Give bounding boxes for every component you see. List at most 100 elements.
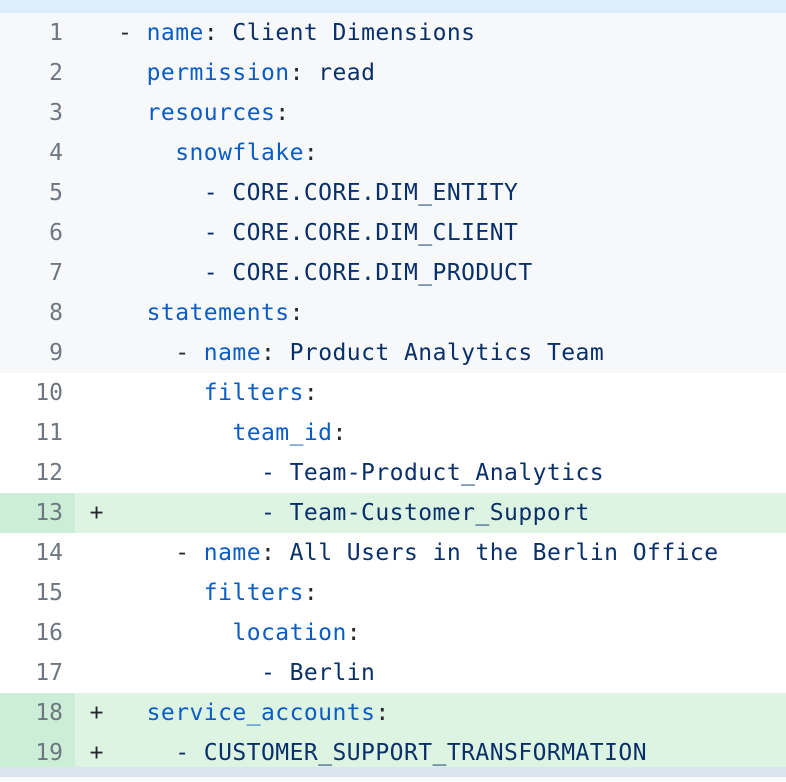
code-token-punct: : [261, 340, 290, 366]
code-token-punct [118, 60, 147, 86]
code-token-punct: : [303, 140, 319, 166]
code-line-9: 9 - name: Product Analytics Team [0, 333, 786, 373]
code-token-punct [118, 140, 175, 166]
code-text: - name: Client Dimensions [118, 13, 475, 53]
code-text: filters: [118, 573, 318, 613]
code-line-14: 14 - name: All Users in the Berlin Offic… [0, 533, 786, 573]
code-token-punct [118, 380, 204, 406]
diff-added-marker: + [89, 500, 104, 526]
diff-added-marker: + [89, 740, 104, 766]
code-text: snowflake: [118, 133, 318, 173]
code-line-17: 17 - Berlin [0, 653, 786, 693]
code-token-value: Client Dimensions [232, 20, 476, 46]
code-token-key: snowflake [175, 140, 304, 166]
line-number: 13 [0, 493, 75, 533]
code-line-11: 11 team_id: [0, 413, 786, 453]
diff-marker-spacer [75, 373, 118, 413]
code-text: - name: All Users in the Berlin Office [118, 533, 719, 573]
code-token-punct: : [275, 100, 290, 126]
code-text: - Berlin [118, 653, 375, 693]
code-line-18: 18+ service_accounts: [0, 693, 786, 733]
code-text: - CORE.CORE.DIM_PRODUCT [118, 253, 533, 293]
diff-marker-spacer [75, 213, 118, 253]
line-number: 15 [35, 580, 63, 606]
diff-marker-spacer [75, 333, 118, 373]
code-text: - CORE.CORE.DIM_ENTITY [118, 173, 518, 213]
code-line-2: 2 permission: read [0, 53, 786, 93]
code-token-value: - CORE.CORE.DIM_ENTITY [118, 180, 519, 206]
bottom-padding [0, 777, 786, 782]
code-token-value: - Team-Product_Analytics [118, 460, 605, 486]
code-text: filters: [118, 373, 318, 413]
code-token-punct: : [346, 620, 362, 646]
code-line-6: 6 - CORE.CORE.DIM_CLIENT [0, 213, 786, 253]
diff-marker-spacer [75, 53, 118, 93]
code-token-punct [118, 100, 147, 126]
code-token-punct: : [289, 300, 304, 326]
code-line-1: 1 - name: Client Dimensions [0, 13, 786, 53]
code-token-punct: : [203, 20, 233, 46]
code-token-key: team_id [232, 420, 333, 446]
code-token-value: - CORE.CORE.DIM_CLIENT [118, 220, 519, 246]
line-number: 12 [35, 460, 63, 486]
code-line-10: 10 filters: [0, 373, 786, 413]
diff-marker-spacer [75, 573, 118, 613]
code-token-punct: : [303, 380, 319, 406]
code-token-punct [118, 580, 204, 606]
code-text: - Team-Product_Analytics [118, 453, 604, 493]
diff-marker-spacer [75, 653, 118, 693]
code-token-value: Product Analytics Team [289, 340, 605, 366]
code-text: - CUSTOMER_SUPPORT_TRANSFORMATION [118, 733, 647, 767]
code-token-value: - Berlin [118, 660, 376, 686]
line-number: 16 [35, 620, 63, 646]
line-number: 17 [35, 660, 63, 686]
diff-marker-spacer [75, 453, 118, 493]
line-number: 8 [49, 300, 63, 326]
code-token-punct: : [261, 540, 290, 566]
code-text: location: [118, 613, 361, 653]
line-number: 6 [49, 220, 63, 246]
code-line-8: 8 statements: [0, 293, 786, 333]
code-token-key: name [203, 340, 261, 366]
diff-marker-spacer [75, 133, 118, 173]
code-token-key: service_accounts [146, 700, 376, 726]
code-token-key: location [232, 620, 347, 646]
code-line-7: 7 - CORE.CORE.DIM_PRODUCT [0, 253, 786, 293]
code-text: - Team-Customer_Support [118, 493, 590, 533]
diff-marker-spacer [75, 413, 118, 453]
diff-marker-spacer [75, 293, 118, 333]
line-number: 14 [35, 540, 63, 566]
code-token-punct: : [332, 420, 347, 446]
code-text: resources: [118, 93, 290, 133]
code-line-16: 16 location: [0, 613, 786, 653]
code-token-punct: - [118, 20, 147, 46]
code-text: - CORE.CORE.DIM_CLIENT [118, 213, 518, 253]
code-line-13: 13 + - Team-Customer_Support [0, 493, 786, 533]
line-number: 11 [35, 420, 63, 446]
horizontal-scrollbar-track[interactable] [0, 767, 786, 777]
code-line-19: 19 + - CUSTOMER_SUPPORT_TRANSFORMATION [0, 733, 786, 767]
code-line-15: 15 filters: [0, 573, 786, 613]
code-token-value: - CUSTOMER_SUPPORT_TRANSFORMATION [118, 740, 647, 766]
diff-added-marker: + [89, 700, 104, 726]
code-token-key: resources [146, 100, 276, 126]
line-number: 10 [35, 380, 63, 406]
code-token-value: - Team-Customer_Support [118, 500, 590, 526]
diff-marker-spacer [75, 613, 118, 653]
line-number: 1 [49, 20, 63, 46]
top-banner-edge [0, 0, 786, 13]
code-line-5: 5 - CORE.CORE.DIM_ENTITY [0, 173, 786, 213]
code-line-3: 3 resources: [0, 93, 786, 133]
code-token-value: All Users in the Berlin Office [289, 540, 719, 566]
code-token-punct: : [289, 60, 319, 86]
diff-marker-spacer [75, 533, 118, 573]
diff-marker-spacer [75, 173, 118, 213]
code-line-12: 12 - Team-Product_Analytics [0, 453, 786, 493]
code-token-key: filters [203, 380, 304, 406]
line-number: 19 [0, 733, 75, 767]
code-text: team_id: [118, 413, 347, 453]
code-token-punct [118, 300, 147, 326]
diff-marker-spacer [75, 13, 118, 53]
